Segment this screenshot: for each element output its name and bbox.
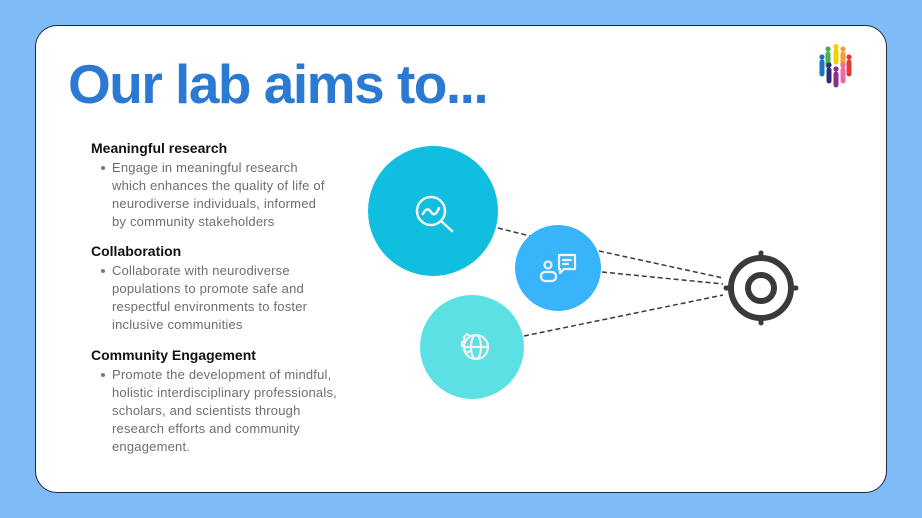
bullet-text: holistic interdisciplinary professionals…	[112, 385, 337, 400]
bullet-text: Promote the development of mindful,	[112, 367, 332, 382]
bullet-text: by community stakeholders	[112, 214, 275, 229]
lab-logo	[818, 44, 854, 93]
bullet-text: Engage in meaningful research	[112, 160, 298, 175]
connector-line	[601, 271, 724, 285]
bullet-text: engagement.	[112, 439, 191, 454]
gear-globe-icon	[460, 332, 490, 361]
bullet-text: neurodiverse individuals, informed	[112, 196, 317, 211]
bullet-text: populations to promote safe and	[112, 281, 304, 296]
bullet-list: Engage in meaningful research which enha…	[91, 159, 325, 231]
bullet-text: Collaborate with neurodiverse	[112, 263, 290, 278]
connector-line	[497, 227, 531, 237]
section-meaningful-research: Meaningful research Engage in meaningful…	[91, 140, 325, 231]
page-title: Our lab aims to...	[68, 53, 489, 115]
people-chat-icon	[539, 253, 577, 283]
bullet-list: Collaborate with neurodiverse population…	[91, 262, 307, 334]
bullet-text: respectful environments to foster	[112, 299, 308, 314]
section-community-engagement: Community Engagement Promote the develop…	[91, 347, 337, 456]
section-heading: Collaboration	[91, 243, 182, 259]
bullet-text: inclusive communities	[112, 317, 243, 332]
research-node	[368, 146, 498, 276]
bullet-text: which enhances the quality of life of	[112, 178, 325, 193]
connector-line	[598, 250, 724, 279]
connector-line	[523, 294, 724, 337]
bullet-text: research efforts and community	[112, 421, 300, 436]
section-collaboration: Collaboration Collaborate with neurodive…	[91, 243, 307, 334]
research-search-icon	[415, 195, 454, 233]
bullet-list: Promote the development of mindful, holi…	[91, 366, 337, 456]
bullet-text: scholars, and scientists through	[112, 403, 301, 418]
section-heading: Meaningful research	[91, 140, 228, 156]
section-heading: Community Engagement	[91, 347, 256, 363]
target-icon	[723, 250, 799, 326]
